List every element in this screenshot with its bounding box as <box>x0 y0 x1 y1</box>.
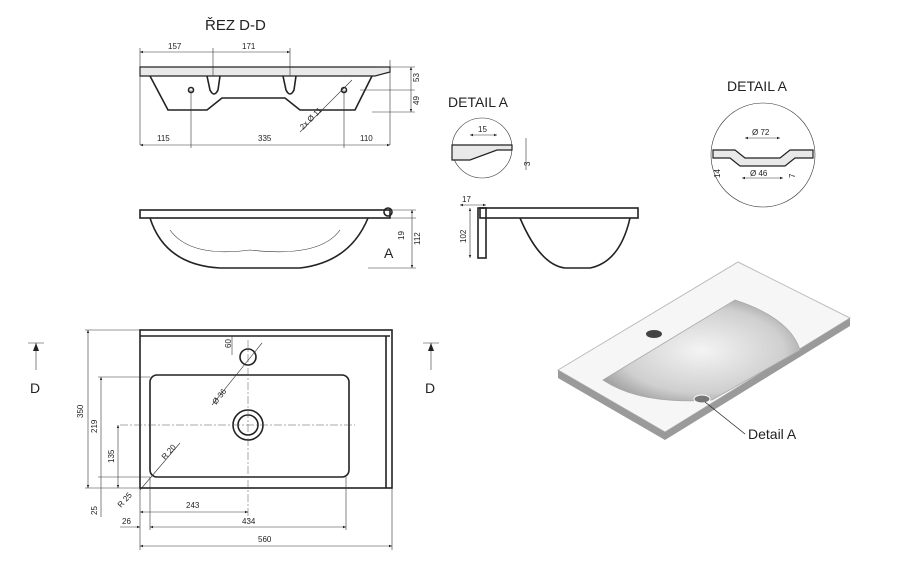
dim-14: 14 <box>713 169 722 178</box>
dim-335: 335 <box>258 134 272 143</box>
detail-a-left-title: DETAIL A <box>448 94 509 110</box>
section-marker-right: D <box>425 380 435 396</box>
dim-171: 171 <box>242 42 256 51</box>
section-overflow <box>206 75 297 95</box>
dim-135: 135 <box>107 449 116 463</box>
dim-157: 157 <box>168 42 182 51</box>
drain <box>693 394 711 404</box>
dim-72: Ø 72 <box>752 128 770 137</box>
dim-60: 60 <box>224 339 233 348</box>
side-view: 17 102 <box>459 195 639 269</box>
detail-a-right-title: DETAIL A <box>727 78 788 94</box>
dim-102: 102 <box>459 229 468 243</box>
dim-112: 112 <box>413 232 422 245</box>
section-countertop <box>139 66 391 77</box>
dim-115: 115 <box>157 134 170 143</box>
dim-17: 17 <box>462 195 471 204</box>
dim-36: Ø 36 <box>210 387 228 407</box>
dim-53: 53 <box>412 73 421 82</box>
dim-holes: 2x Ø 11 <box>298 105 324 131</box>
dim-3: 3 <box>523 161 532 166</box>
dim-r25: R 25 <box>116 490 134 509</box>
dim-19: 19 <box>397 231 406 240</box>
dim-350: 350 <box>76 404 85 418</box>
dim-26: 26 <box>122 517 131 526</box>
dim-560: 560 <box>258 535 272 544</box>
dim-110: 110 <box>360 134 373 143</box>
dim-46: Ø 46 <box>750 169 768 178</box>
dim-7: 7 <box>788 173 797 178</box>
render-callout: Detail A <box>748 426 797 442</box>
dim-15: 15 <box>478 125 487 134</box>
section-marker-left: D <box>30 380 40 396</box>
tap-hole <box>646 330 662 338</box>
section-d-d: ŘEZ D-D 157 171 115 335 110 53 49 2x Ø 1… <box>139 17 421 148</box>
dim-434: 434 <box>242 517 256 526</box>
sink-render: Detail A <box>557 261 852 442</box>
section-title: ŘEZ D-D <box>205 17 266 34</box>
dim-49: 49 <box>412 96 421 105</box>
front-view: 19 112 A <box>139 207 422 269</box>
dim-219: 219 <box>90 419 99 433</box>
detail-a-left: DETAIL A 15 3 <box>448 94 532 179</box>
dim-25: 25 <box>90 506 99 515</box>
dim-243: 243 <box>186 501 200 510</box>
detail-a-marker: A <box>384 245 394 261</box>
plan-view: 350 219 135 25 60 Ø 36 R 20 R 25 243 26 … <box>28 329 439 550</box>
detail-a-right: DETAIL A Ø 72 Ø 46 14 7 <box>710 78 816 208</box>
dim-r20: R 20 <box>160 442 178 461</box>
section-bowl <box>149 75 373 111</box>
detail-circle <box>710 102 816 208</box>
